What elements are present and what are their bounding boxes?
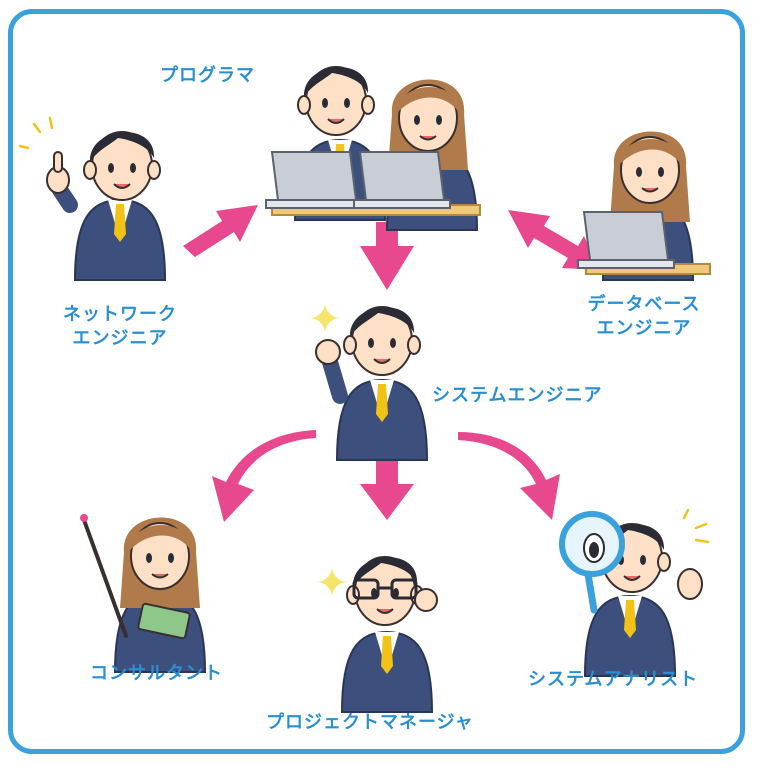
arrow-system-engineer-to-consultant [212, 430, 316, 522]
project-manager-illustration [318, 556, 438, 713]
label-consultant: コンサルタント [90, 663, 223, 684]
programmer-illustration [265, 66, 481, 231]
label-database-engineer: データベース エンジニア [580, 293, 708, 341]
arrow-system-engineer-to-project-manager [360, 458, 414, 520]
label-network-engineer-line1: ネットワーク [63, 304, 177, 325]
arrow-programmer-to-system-engineer [360, 222, 414, 290]
label-system-analyst: システムアナリスト [528, 669, 699, 690]
label-system-engineer: システムエンジニア [432, 385, 603, 406]
label-programmer: プログラマ [160, 65, 255, 86]
system-engineer-illustration [311, 304, 428, 461]
label-database-engineer-line2: エンジニア [596, 318, 692, 339]
label-database-engineer-line1: データベース [587, 294, 701, 315]
label-project-manager: プロジェクトマネージャ [266, 712, 474, 733]
arrow-programmer-to-network [183, 205, 258, 262]
network-engineer-illustration [18, 116, 166, 281]
database-engineer-illustration [577, 130, 711, 281]
arrow-system-engineer-to-system-analyst [458, 432, 560, 520]
system-analyst-illustration [559, 508, 710, 677]
label-network-engineer-line2: エンジニア [72, 328, 168, 349]
consultant-illustration [80, 514, 206, 673]
label-network-engineer: ネットワーク エンジニア [56, 303, 184, 351]
arrow-programmer-to-database [508, 210, 600, 270]
